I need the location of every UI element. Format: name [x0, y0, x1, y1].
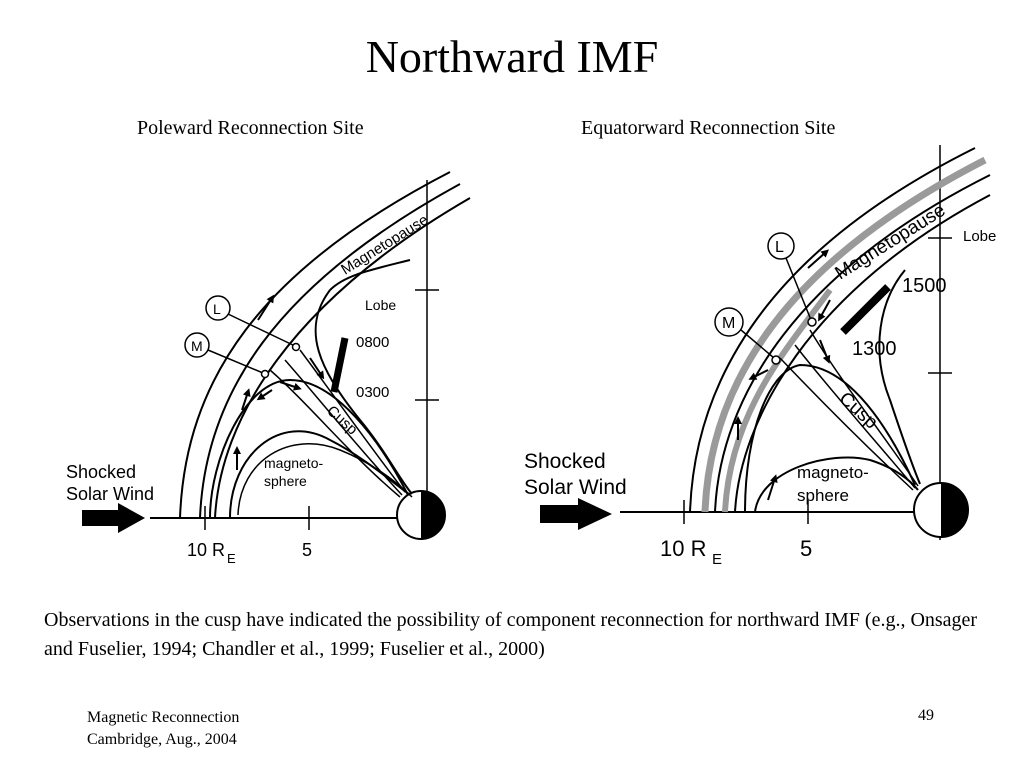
right-magnetopause-line — [714, 174, 991, 513]
left-magnetosphere-label-2: sphere — [264, 473, 307, 489]
right-marker-m-circle — [714, 307, 744, 337]
right-flow-arrow — [819, 339, 831, 364]
right-time-label-2: 1300 — [852, 338, 897, 360]
right-cusp-line — [809, 329, 919, 487]
left-tick-label-10-subscript: E — [227, 551, 236, 566]
right-trajectory-bar — [840, 284, 891, 335]
left-lobe-field-line — [329, 259, 411, 291]
left-time-label-1: 0800 — [356, 334, 389, 351]
right-tick-label-5: 5 — [800, 536, 812, 561]
left-tick-label-10: 10 R — [187, 540, 225, 560]
left-flow-arrow — [256, 389, 273, 401]
footer-line-2: Cambridge, Aug., 2004 — [87, 731, 237, 748]
left-marker-m-circle — [184, 332, 210, 358]
right-marker-m-pointer — [740, 329, 775, 359]
right-tick-label-10: 10 R — [660, 536, 706, 561]
right-magnetosheath-flow-band — [701, 156, 987, 513]
right-flow-arrow — [748, 369, 769, 380]
slide-caption: Observations in the cusp have indicated … — [44, 609, 978, 660]
page-number: 49 — [918, 707, 934, 724]
right-cusp-line — [779, 357, 914, 491]
left-magnetopause-line — [199, 183, 461, 519]
footer-line-1: Magnetic Reconnection — [87, 709, 240, 726]
left-shocked-label-2: Solar Wind — [66, 484, 154, 504]
left-magnetopause-line — [214, 197, 471, 519]
left-magnetopause-label: Magnetopause — [338, 211, 431, 278]
left-earth-night — [421, 491, 445, 539]
right-flow-arrow — [807, 249, 829, 269]
right-time-label-1: 1500 — [902, 275, 947, 297]
reconnection-diagrams: Magnetopause Lobe Cusp magneto- sphere S… — [66, 145, 996, 568]
left-magnetosphere-label-1: magneto- — [264, 455, 323, 471]
right-shocked-label-1: Shocked — [524, 450, 606, 473]
left-marker-l-circle — [205, 295, 231, 321]
left-panel-subtitle: Poleward Reconnection Site — [137, 117, 364, 139]
right-marker-l-label: L — [775, 239, 784, 256]
right-flow-arrow — [818, 299, 831, 322]
right-earth-night — [941, 483, 968, 537]
right-diagram: Magnetopause Lobe Cusp magneto- sphere S… — [524, 145, 996, 568]
footer-left: Magnetic Reconnection Cambridge, Aug., 2… — [87, 707, 239, 751]
right-panel-subtitle: Equatorward Reconnection Site — [581, 117, 836, 139]
slide-title: Northward IMF — [365, 31, 659, 82]
left-flow-arrow — [279, 381, 302, 391]
left-flow-arrow — [241, 388, 251, 411]
right-shocked-label-2: Solar Wind — [524, 476, 627, 499]
left-marker-m-point — [260, 369, 270, 379]
right-magnetopause-line — [734, 194, 991, 513]
right-magnetosphere-label-2: sphere — [797, 486, 849, 505]
right-marker-m-label: M — [722, 315, 735, 332]
right-field-line — [744, 363, 916, 513]
left-marker-l-pointer — [227, 313, 296, 347]
left-marker-l-point — [291, 342, 301, 352]
left-flow-arrow — [309, 357, 325, 380]
right-tick-label-10-subscript: E — [712, 551, 722, 568]
left-magnetopause-line — [179, 171, 451, 519]
left-marker-m-label: M — [191, 338, 203, 354]
left-shocked-label-1: Shocked — [66, 462, 136, 482]
right-flow-arrow — [767, 474, 778, 501]
left-tick-label-5: 5 — [302, 540, 312, 560]
left-cusp-line — [284, 359, 403, 496]
left-flow-arrow — [257, 294, 275, 321]
right-cusp-line — [794, 344, 916, 489]
left-trajectory-bar — [330, 337, 349, 393]
right-boundary-flow-band — [722, 288, 833, 513]
right-marker-l-point — [807, 317, 817, 327]
right-magnetosphere-label-1: magneto- — [797, 463, 869, 482]
left-diagram: Magnetopause Lobe Cusp magneto- sphere S… — [66, 171, 471, 566]
right-solar-wind-arrow — [540, 498, 612, 530]
left-lobe-field-line — [314, 289, 413, 495]
left-marker-l-label: L — [213, 301, 221, 317]
right-lobe-field-line — [878, 269, 921, 485]
right-marker-l-circle — [767, 232, 795, 260]
left-time-label-2: 0300 — [356, 384, 389, 401]
left-field-line — [237, 443, 413, 516]
left-cusp-label: Cusp — [323, 402, 360, 438]
left-cusp-line — [299, 349, 406, 493]
right-marker-l-pointer — [785, 257, 812, 321]
right-magnetopause-line — [689, 147, 976, 513]
left-marker-m-pointer — [207, 349, 264, 374]
right-marker-m-point — [771, 355, 781, 365]
right-lobe-label: Lobe — [963, 228, 996, 245]
left-lobe-label: Lobe — [365, 297, 396, 313]
right-field-line — [754, 456, 919, 513]
left-solar-wind-arrow — [82, 503, 145, 533]
